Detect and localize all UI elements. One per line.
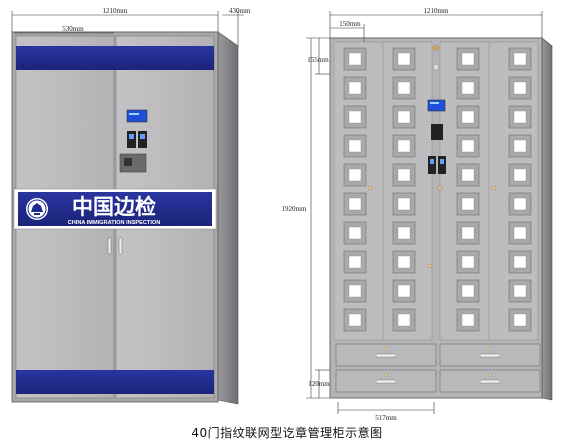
compartment-window [397,52,411,66]
compartment-window [513,226,527,240]
fingerprint-reader-icon [428,156,436,174]
compartment-window [513,110,527,124]
fingerprint-reader-icon [438,156,446,174]
compartment-window [513,313,527,327]
compartment-window [513,81,527,95]
right-col-width-label: 150mm [339,20,361,28]
compartment-window [461,81,475,95]
lock-icon [367,185,373,191]
left-cabinet-side [217,31,239,405]
compartment-window [513,139,527,153]
compartment-window [513,255,527,269]
compartment-window [397,139,411,153]
compartment-window [348,197,362,211]
compartment-window [348,52,362,66]
right-fingerprint-readers [428,156,446,174]
compartment-window [348,81,362,95]
right-bottom-label: 120mm [308,380,330,388]
right-cabinet [329,37,553,401]
compartment-window [397,255,411,269]
lock-icon [491,185,497,191]
lock-icon [427,263,433,269]
right-door-handle [118,237,123,255]
indicator-light-icon [433,45,439,51]
right-lcd-text [430,102,439,104]
compartment-window [513,52,527,66]
compartment-window [397,197,411,211]
compartment-window [513,284,527,298]
compartment-window [513,168,527,182]
compartment-window [397,226,411,240]
compartment-window [397,110,411,124]
right-lcd-screen [427,99,446,112]
compartment-grid [343,47,532,332]
compartment-window [348,110,362,124]
compartment-window [461,110,475,124]
drawer-handle [375,353,397,358]
immigration-emblem-icon [26,198,48,220]
compartment-window [461,313,475,327]
left-door-handle [107,237,112,255]
left-depth-label: 430mm [229,7,251,15]
compartment-window [397,313,411,327]
compartment-window [348,226,362,240]
compartment-window [461,168,475,182]
left-fingerprint-readers [127,131,147,148]
logo-english-text: CHINA IMMIGRATION INSPECTION [68,220,161,226]
compartment-window [397,284,411,298]
compartment-window [461,52,475,66]
lock-icon [437,185,443,191]
compartment-window [348,255,362,269]
drawer-lock-icon [384,373,388,377]
compartment-window [513,197,527,211]
compartment-window [461,284,475,298]
drawer-handle [375,379,397,384]
logo-blue-panel [18,192,212,226]
keypad-panel-icon [119,153,147,173]
drawer-lock-icon [384,347,388,351]
compartment-window [348,284,362,298]
right-top-label: 155mm [307,56,329,64]
diagram-caption: 40门指纹联网型讫章管理柜示意图 [191,426,383,440]
compartment-window [348,313,362,327]
right-height-label: 1920mm [282,205,307,213]
keypad-icon [124,158,132,166]
speaker-icon [432,63,440,71]
left-lcd-text [129,113,139,115]
compartment-window [348,139,362,153]
left-door-width-label: 530mm [62,25,84,33]
drawer-lock-icon [488,347,492,351]
bottom-blue-band [16,370,214,394]
compartment-window [461,255,475,269]
top-blue-band [16,46,214,70]
left-width-label: 1210mm [103,7,128,15]
compartment-window [397,81,411,95]
right-drawer-width-label: 517mm [375,414,397,422]
left-cabinet: 中国边检 CHINA IMMIGRATION INSPECTION [11,31,239,405]
keypad-icon [431,124,443,140]
drawer-handle [479,379,501,384]
compartment-window [461,139,475,153]
drawer-lock-icon [488,373,492,377]
compartment-window [461,226,475,240]
left-lcd-screen [126,109,148,123]
fingerprint-reader-icon [127,131,136,148]
right-width-label: 1210mm [424,7,449,15]
drawer-handle [479,353,501,358]
right-dimensions [306,11,543,414]
compartment-window [397,168,411,182]
compartment-window [461,197,475,211]
left-dimensions [11,11,244,46]
logo-chinese-text: 中国边检 [72,194,156,219]
drawer-grid [335,343,541,393]
right-cabinet-side [541,37,553,401]
compartment-window [348,168,362,182]
fingerprint-reader-icon [138,131,147,148]
